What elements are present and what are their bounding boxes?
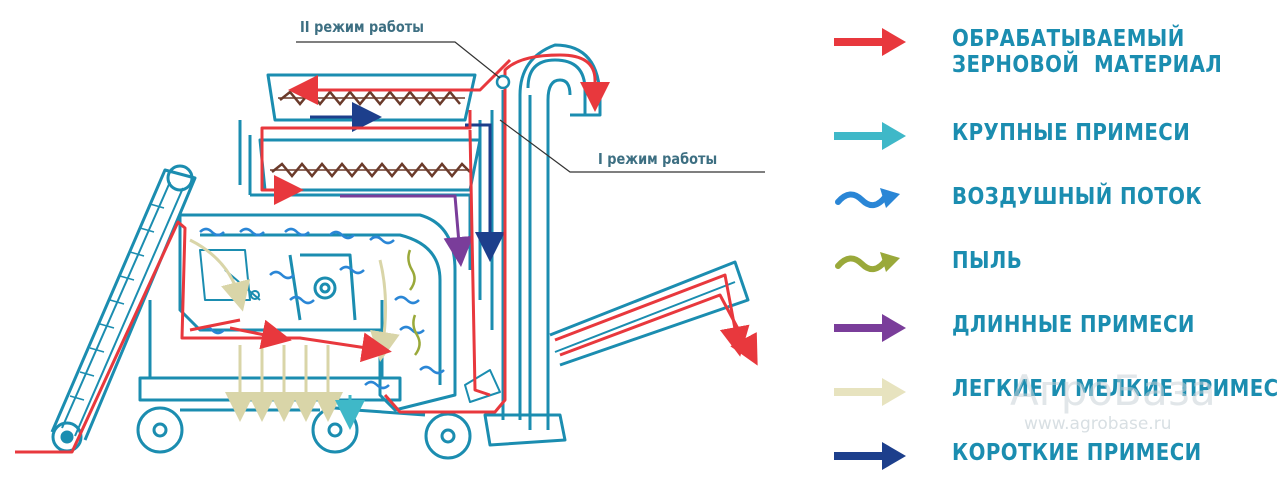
watermark-url: www.agrobase.ru	[1024, 414, 1172, 434]
grain-input	[15, 220, 392, 454]
legend-item: ВОЗДУШНЫЙ ПОТОК	[830, 180, 1270, 220]
lower-sieve-housing	[258, 138, 482, 192]
grain-flow	[15, 53, 758, 454]
legend-label: КОРОТКИЕ ПРИМЕСИ	[952, 440, 1202, 466]
right-wheel	[424, 412, 472, 460]
short-impurities-flow	[310, 102, 505, 262]
dust-flow	[407, 249, 421, 356]
legend-item: ДЛИННЫЕ ПРИМЕСИ	[830, 308, 1270, 348]
long-impurities-flow	[340, 194, 474, 267]
legend-label: КРУПНЫЕ ПРИМЕСИ	[952, 120, 1191, 146]
legend-label: ОБРАБАТЫВАЕМЫЙ ЗЕРНОВОЙ МАТЕРИАЛ	[952, 26, 1223, 78]
chassis	[138, 376, 402, 402]
legend-item: ОБРАБАТЫВАЕМЫЙ ЗЕРНОВОЙ МАТЕРИАЛ	[830, 22, 1270, 78]
legend-item: КРУПНЫЕ ПРИМЕСИ	[830, 116, 1270, 156]
light-impurities-flow	[189, 238, 400, 422]
arrow-icon	[834, 442, 906, 470]
arrow-icon	[834, 28, 906, 56]
grain-cleaning-machine-diagram	[15, 41, 765, 460]
wave-arrow-icon	[835, 188, 900, 209]
loading-conveyor	[50, 168, 197, 441]
upper-sieve-housing	[266, 73, 477, 122]
wave-arrow-icon	[835, 252, 900, 273]
mode-2-callout: II режим работы	[300, 18, 424, 36]
watermark-logo: АгроБаза	[1010, 366, 1216, 415]
air-flow	[199, 227, 445, 390]
arrow-icon	[834, 122, 906, 150]
fan	[313, 276, 337, 300]
callout-lines	[296, 41, 765, 173]
mode-1-callout: I режим работы	[598, 150, 718, 168]
legend-label: ДЛИННЫЕ ПРИМЕСИ	[952, 312, 1195, 338]
arrow-icon	[834, 378, 906, 406]
lower-auger	[271, 162, 471, 178]
mode-switch-valve	[495, 74, 511, 90]
legend-label: ПЫЛЬ	[952, 248, 1023, 274]
legend-label: ЛЕГКИЕ И МЕЛКИЕ ПРИМЕСИ	[952, 376, 1280, 402]
legend-label: ВОЗДУШНЫЙ ПОТОК	[952, 184, 1203, 210]
separator-housing	[178, 213, 457, 412]
augers	[270, 90, 471, 178]
discharge-conveyor	[549, 260, 750, 367]
legend-item: КОРОТКИЕ ПРИМЕСИ	[830, 436, 1270, 476]
legend-item: ПЫЛЬ	[830, 244, 1270, 284]
machine-frame	[50, 43, 750, 460]
legend-item: ЛЕГКИЕ И МЕЛКИЕ ПРИМЕСИ	[830, 372, 1280, 412]
conveyor-top-pulley	[166, 164, 194, 192]
left-wheel	[136, 406, 184, 454]
arrow-icon	[834, 314, 906, 342]
